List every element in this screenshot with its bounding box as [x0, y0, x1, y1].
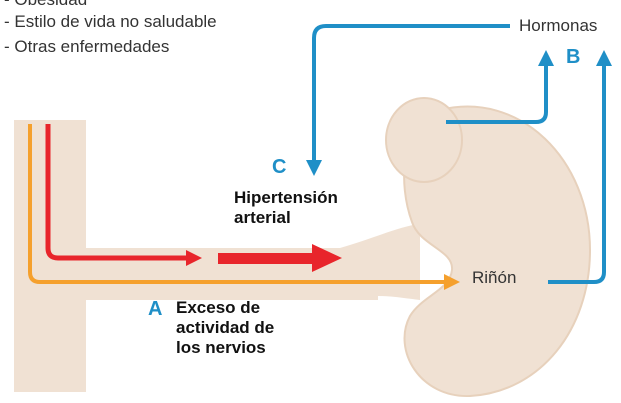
kidney-shape	[403, 105, 592, 398]
renal-vessel	[340, 224, 420, 300]
blue-arrowhead-c	[306, 160, 322, 176]
blue-arrow-c-line	[312, 24, 510, 162]
label-letter-a: A	[148, 298, 163, 320]
nerve-activity-line-3: los nervios	[176, 338, 266, 357]
red-arrowhead-1	[186, 250, 202, 266]
risk-factor-lifestyle: - Estilo de vida no saludable	[4, 12, 217, 31]
nerve-activity-line-1: Exceso de	[176, 298, 261, 317]
nerve-activity-line-2: actividad de	[176, 318, 275, 337]
hypertension-line-1: Hipertensión	[234, 188, 338, 207]
red-pressure-line	[45, 124, 188, 261]
hypertension-line-2: arterial	[234, 208, 291, 227]
blue-arrowhead-b1	[538, 50, 554, 66]
hormones-label: Hormonas	[519, 16, 598, 35]
nerve-activity-label: Exceso de actividad de los nervios	[176, 298, 274, 358]
risk-factor-obesity: - Obesidad	[4, 0, 87, 8]
orange-nerve-line	[28, 124, 446, 284]
adrenal-gland	[385, 97, 463, 183]
label-letter-c: C	[272, 156, 287, 178]
blue-arrowhead-b2	[596, 50, 612, 66]
kidney-label: Riñón	[472, 268, 517, 287]
label-letter-b: B	[566, 46, 581, 68]
red-bold-arrowhead	[312, 244, 342, 272]
red-bold-arrow-shaft	[218, 253, 314, 264]
hypertension-label: Hipertensión arterial	[234, 188, 338, 228]
risk-factor-other-diseases: - Otras enfermedades	[4, 37, 170, 56]
blue-arrow-b-adrenal-line	[446, 66, 548, 124]
blue-arrow-b-kidney-line	[548, 66, 606, 284]
orange-arrowhead	[444, 274, 460, 290]
